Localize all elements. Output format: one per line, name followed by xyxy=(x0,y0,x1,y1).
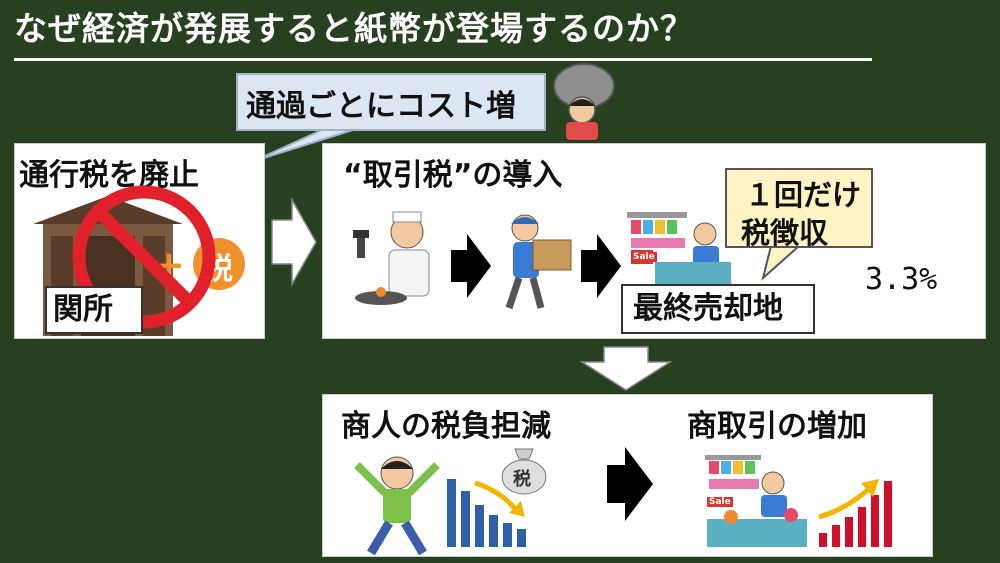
transaction-tax-heading: “取引税”の導入 xyxy=(343,158,563,193)
arrow-right-icon xyxy=(581,234,621,298)
arrow-right-icon xyxy=(271,197,317,287)
busy-market-illustration xyxy=(705,455,807,547)
merchant-carrying-sack-illustration xyxy=(553,63,615,140)
tax-collection-line: 税徴収 xyxy=(741,216,829,250)
prohibit-icon xyxy=(72,185,216,329)
abolish-toll-heading: 通行税を廃止 xyxy=(19,158,199,193)
final-sale-place-label: 最終売却地 xyxy=(621,284,815,334)
abolish-toll-panel: 通行税を廃止 + 税 関所 xyxy=(14,143,265,339)
tax-burden-reduced-heading: 商人の税負担減 xyxy=(341,409,551,444)
cost-speech-bubble: 通過ごとにコスト増 xyxy=(236,73,546,162)
arrow-down-icon xyxy=(579,346,673,391)
title-underline xyxy=(14,58,872,61)
tax-bag-label: 税 xyxy=(513,469,531,490)
page-title: なぜ経済が発展すると紙幣が登場するのか？ xyxy=(14,9,694,48)
craftsman-illustration xyxy=(353,211,430,305)
transaction-tax-panel: “取引税”の導入 Sale 最終売却地 xyxy=(322,143,986,339)
bubble-text: 通過ごとにコスト増 xyxy=(246,89,516,124)
trade-increase-heading: 商取引の増加 xyxy=(687,409,867,444)
arrow-right-icon xyxy=(451,234,491,298)
happy-merchant-illustration xyxy=(354,456,440,556)
checkpoint-gate-label: 関所 xyxy=(45,286,143,334)
tax-money-bag-illustration xyxy=(501,448,547,495)
one-time-tax-note: １回だけ 税徴収 xyxy=(725,168,873,250)
arrow-right-icon xyxy=(607,447,653,521)
sale-tag: Sale xyxy=(707,497,733,507)
rising-trade-bar-chart-illustration xyxy=(819,481,892,547)
trend-up-arrow-icon xyxy=(818,479,879,520)
result-panel: 商人の税負担減 商取引の増加 税 xyxy=(322,394,933,557)
trend-down-arrow-icon xyxy=(474,480,525,517)
declining-tax-bar-chart-illustration xyxy=(447,479,526,547)
one-time-line: １回だけ xyxy=(745,178,862,212)
market-stall-illustration xyxy=(627,212,731,284)
tax-rate-value: 3.3% xyxy=(865,262,938,297)
courier-carrying-box-illustration xyxy=(505,214,572,310)
sale-tag: Sale xyxy=(631,252,657,262)
